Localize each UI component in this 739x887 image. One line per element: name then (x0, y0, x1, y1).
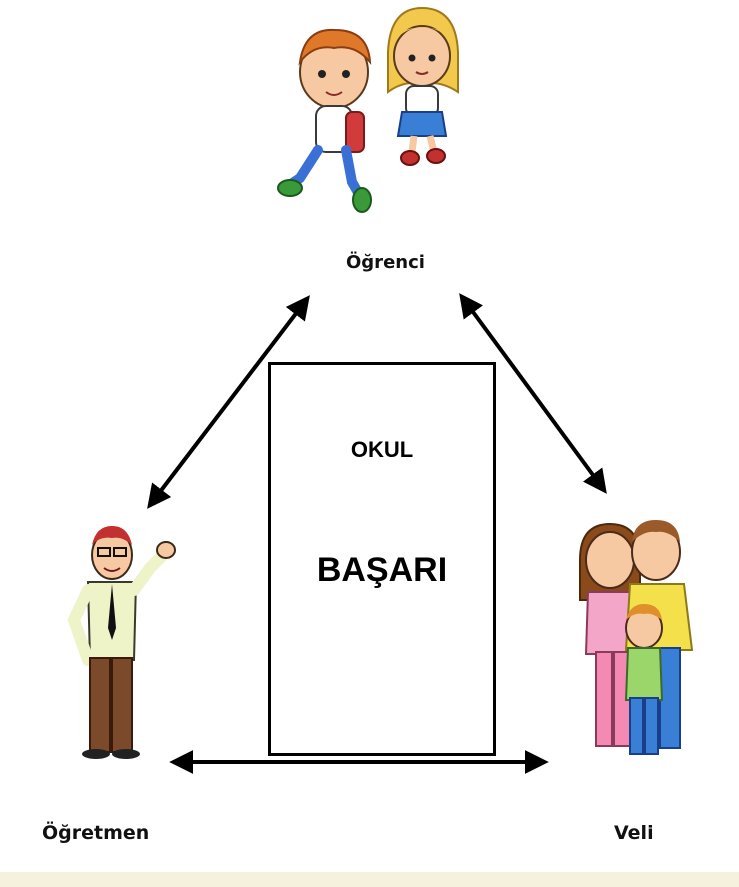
bottom-band (0, 872, 739, 887)
school-title: OKUL (350, 437, 414, 462)
child-figure (624, 604, 664, 755)
girl-figure (387, 6, 459, 166)
arrow-teacher-student (147, 295, 310, 509)
school-box: OKUL BAŞARI (268, 362, 496, 756)
teacher-label: Öğretmen (42, 822, 150, 844)
teacher-figure (67, 526, 176, 759)
arrow-student-parent (459, 293, 607, 494)
student-label: Öğrenci (346, 252, 425, 273)
mother-figure (579, 522, 641, 747)
father-figure (624, 520, 694, 749)
success-label: BAŞARI (316, 551, 448, 589)
parent-label: Veli (614, 822, 654, 844)
boy-figure (277, 28, 372, 213)
